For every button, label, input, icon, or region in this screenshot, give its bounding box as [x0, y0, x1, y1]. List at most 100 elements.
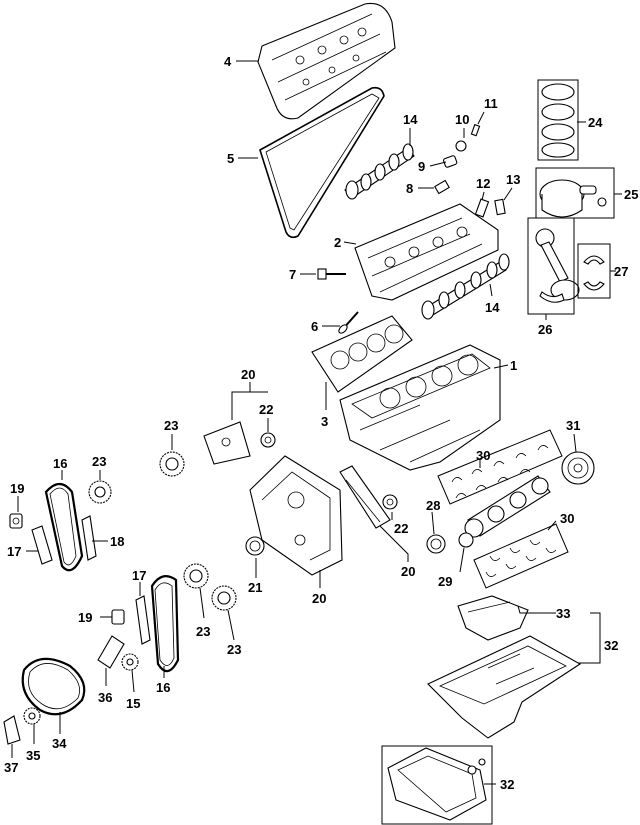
guide-bracket-part[interactable] [111, 609, 125, 625]
box-30-upper [437, 429, 563, 505]
main-bearings-lower-part[interactable] [485, 539, 557, 577]
callout-16b: 16 [156, 680, 170, 695]
callout-30b: 30 [560, 511, 574, 526]
callout-29: 29 [438, 574, 452, 589]
callout-23d: 23 [227, 642, 241, 657]
seal-part[interactable] [260, 432, 276, 448]
camshaft-upper-part[interactable] [344, 143, 415, 200]
chain-guide-right-part[interactable] [81, 515, 97, 561]
head-gasket-part[interactable] [311, 315, 413, 393]
callout-22a: 22 [259, 402, 273, 417]
crank-sprocket-part[interactable] [121, 653, 139, 671]
crankshaft-part[interactable] [464, 475, 551, 538]
oil-pump-bracket-part[interactable] [97, 635, 125, 669]
sprocket-left-part[interactable] [88, 480, 112, 504]
callout-22b: 22 [394, 521, 408, 536]
callout-25: 25 [624, 187, 638, 202]
box-26 [527, 217, 575, 315]
crank-seal-rear-part[interactable] [426, 534, 446, 554]
chain-tensioner-part[interactable] [31, 525, 53, 565]
windage-tray-part[interactable] [457, 595, 529, 641]
callout-27: 27 [614, 264, 628, 279]
callout-23b: 23 [92, 454, 106, 469]
callout-36: 36 [98, 690, 112, 705]
harmonic-balancer-part[interactable] [561, 451, 595, 485]
piston-part[interactable] [539, 179, 607, 218]
callout-32b: 32 [500, 777, 514, 792]
valve-cover-part[interactable] [257, 2, 396, 120]
chain-guide-lower-part[interactable] [135, 595, 151, 645]
timing-chain-lower-part[interactable] [150, 575, 180, 673]
chain-guide-part[interactable] [9, 513, 23, 529]
callout-20a: 20 [241, 367, 255, 382]
oil-pump-part[interactable] [3, 715, 21, 745]
camshaft-lower-part[interactable] [421, 253, 510, 320]
connecting-rod-part[interactable] [535, 228, 580, 303]
small-valvetrain-parts[interactable] [434, 123, 506, 218]
callout-14b: 14 [485, 300, 500, 315]
head-bolt-part[interactable] [317, 268, 346, 280]
engine-block-part[interactable] [339, 344, 501, 471]
cover-plate-part[interactable] [203, 421, 251, 465]
callout-21: 21 [248, 580, 262, 595]
callout-37: 37 [4, 760, 18, 775]
main-bearings-upper-part[interactable] [451, 445, 549, 499]
valve-part[interactable] [337, 311, 359, 335]
callout-14a: 14 [403, 112, 418, 127]
callout-18: 18 [110, 534, 124, 549]
oil-pan-lower-part[interactable] [387, 747, 487, 821]
box-25 [535, 167, 615, 219]
cylinder-head-part[interactable] [354, 203, 499, 301]
oil-pump-sprocket-part[interactable] [23, 707, 41, 725]
callout-24: 24 [588, 115, 603, 130]
sprocket-part[interactable] [159, 451, 185, 477]
piston-rings-part[interactable] [541, 83, 575, 158]
callout-11: 11 [484, 96, 498, 111]
callout-17b: 17 [132, 568, 146, 583]
callout-31: 31 [566, 418, 580, 433]
sprocket-mid-part[interactable] [183, 563, 209, 589]
timing-cover-part[interactable] [249, 455, 343, 576]
callout-labels: 1 2 3 4 5 6 7 8 9 10 11 12 13 14 14 15 1… [4, 54, 638, 792]
callout-2: 2 [334, 235, 341, 250]
callout-1: 1 [510, 358, 517, 373]
front-seal-part[interactable] [382, 494, 398, 510]
timing-chain-part[interactable] [44, 482, 84, 572]
callout-7: 7 [289, 267, 296, 282]
callout-8: 8 [406, 181, 413, 196]
valve-cover-gasket-part[interactable] [259, 86, 385, 239]
callout-3: 3 [321, 414, 328, 429]
callout-26: 26 [538, 322, 552, 337]
callout-13: 13 [506, 172, 520, 187]
box-24 [537, 79, 579, 161]
callout-30a: 30 [476, 448, 490, 463]
callout-5: 5 [227, 151, 234, 166]
crank-seal-part[interactable] [245, 536, 265, 556]
callout-4: 4 [224, 54, 232, 69]
box-32-lower [381, 745, 493, 825]
leader-lines [11, 60, 622, 785]
callout-15: 15 [126, 696, 140, 711]
callout-33: 33 [556, 606, 570, 621]
callout-19b: 19 [78, 610, 92, 625]
sprocket-right-part[interactable] [211, 585, 237, 611]
rod-bearing-part[interactable] [583, 255, 605, 291]
callout-20b: 20 [312, 591, 326, 606]
callout-20c: 20 [401, 564, 415, 579]
callout-28: 28 [426, 498, 440, 513]
callout-10: 10 [455, 112, 469, 127]
callout-12: 12 [476, 176, 490, 191]
box-30-lower [473, 523, 569, 589]
callout-23a: 23 [164, 418, 178, 433]
thrust-washer-part[interactable] [458, 532, 474, 548]
callout-35: 35 [26, 748, 40, 763]
front-cover-part[interactable] [339, 465, 391, 529]
callout-32a: 32 [604, 638, 618, 653]
oil-pan-part[interactable] [427, 635, 582, 739]
oil-pump-chain-part[interactable] [21, 657, 86, 716]
callout-16a: 16 [53, 456, 67, 471]
callout-6: 6 [311, 319, 318, 334]
callout-34: 34 [52, 736, 67, 751]
callout-19a: 19 [10, 481, 24, 496]
